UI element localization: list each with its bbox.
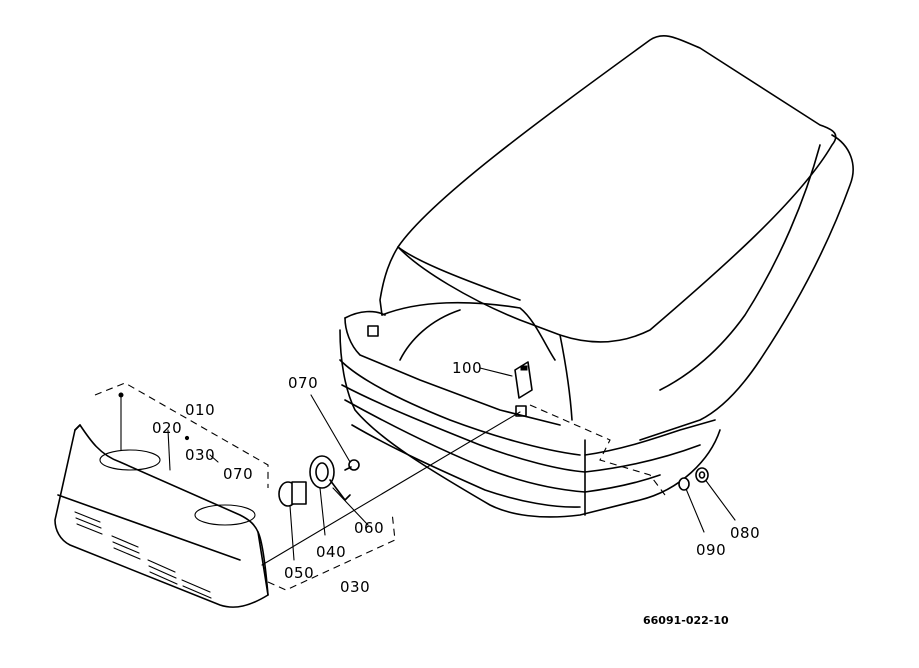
label-050: 050 — [284, 564, 314, 582]
label-040: 040 — [316, 543, 346, 561]
label-030-top: 030 — [185, 446, 215, 464]
label-010: 010 — [185, 401, 215, 419]
figure-code: 66091-022-10 — [643, 614, 729, 627]
label-070-top: 070 — [223, 465, 253, 483]
fasteners-drawing — [678, 467, 709, 491]
label-090: 090 — [696, 541, 726, 559]
label-080: 080 — [730, 524, 760, 542]
hood-drawing — [339, 35, 854, 518]
leader-lines — [167, 367, 736, 533]
label-030-bottom: 030 — [340, 578, 370, 596]
label-070: 070 — [288, 374, 318, 392]
grille-drawing — [54, 382, 269, 608]
label-100: 100 — [452, 359, 482, 377]
label-060: 060 — [354, 519, 384, 537]
lamp-parts-drawing — [261, 411, 521, 591]
label-020: 020 — [152, 419, 182, 437]
dot-marker — [184, 435, 190, 441]
